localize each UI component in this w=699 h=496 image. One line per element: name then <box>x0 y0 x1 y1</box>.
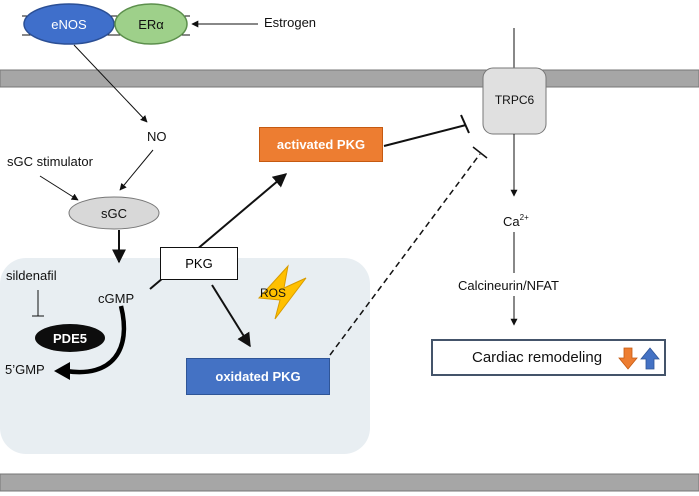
sgc-stimulator-label: sGC stimulator <box>7 154 93 169</box>
pkg-to-oxidated-pkg-arrow <box>211 284 251 348</box>
era-node <box>114 3 188 45</box>
sildenafil-label: sildenafil <box>6 268 57 283</box>
top-membrane <box>0 69 699 88</box>
decrease-arrow-icon <box>618 347 638 370</box>
era-label: ERα <box>138 16 164 32</box>
cardiac-remodeling-label: Cardiac remodeling <box>472 349 603 366</box>
ca-superscript: 2+ <box>519 213 529 222</box>
pde5-node <box>35 324 105 352</box>
ros-bolt-icon <box>257 264 307 320</box>
stimulator-to-sgc-arrow <box>39 175 79 201</box>
5gmp-label: 5’GMP <box>5 362 45 377</box>
activated-pkg-inhibit-bar <box>460 114 470 134</box>
estrogen-label: Estrogen <box>264 15 317 30</box>
enos-to-no-arrow <box>73 44 148 123</box>
calcineurin-label: Calcineurin/NFAT <box>458 278 559 293</box>
sgc-node <box>68 196 160 230</box>
cgmp-to-5gmp-curve <box>65 305 127 375</box>
trpc6-label: TRPC6 <box>494 93 535 107</box>
enos-label: eNOS <box>51 16 87 32</box>
activated-pkg-box: activated PKG <box>259 127 383 162</box>
oxidated-pkg-inhibit-line <box>329 153 481 356</box>
activated-pkg-label: activated PKG <box>276 137 366 152</box>
curve-arrowhead <box>54 362 70 380</box>
cgmp-label: cGMP <box>98 291 135 306</box>
oxidated-pkg-inhibit-bar <box>472 146 488 159</box>
ca-base-text: Ca <box>503 214 520 229</box>
enos-node <box>23 3 115 45</box>
bottom-membrane <box>0 473 699 492</box>
no-label: NO <box>147 129 167 144</box>
no-to-sgc-arrow <box>119 149 154 191</box>
oxidated-pkg-label: oxidated PKG <box>215 369 301 384</box>
increase-arrow-icon <box>640 347 660 370</box>
pde5-label: PDE5 <box>53 330 87 346</box>
oxidated-pkg-box: oxidated PKG <box>186 358 330 395</box>
pkg-label: PKG <box>185 256 213 271</box>
cytosol-panel <box>0 258 370 454</box>
ca-label: Ca2+ <box>503 213 529 229</box>
pkg-box: PKG <box>160 247 238 280</box>
activated-pkg-inhibit-line <box>383 124 467 147</box>
ros-label: ROS <box>260 286 287 300</box>
sgc-label: sGC <box>101 205 127 221</box>
